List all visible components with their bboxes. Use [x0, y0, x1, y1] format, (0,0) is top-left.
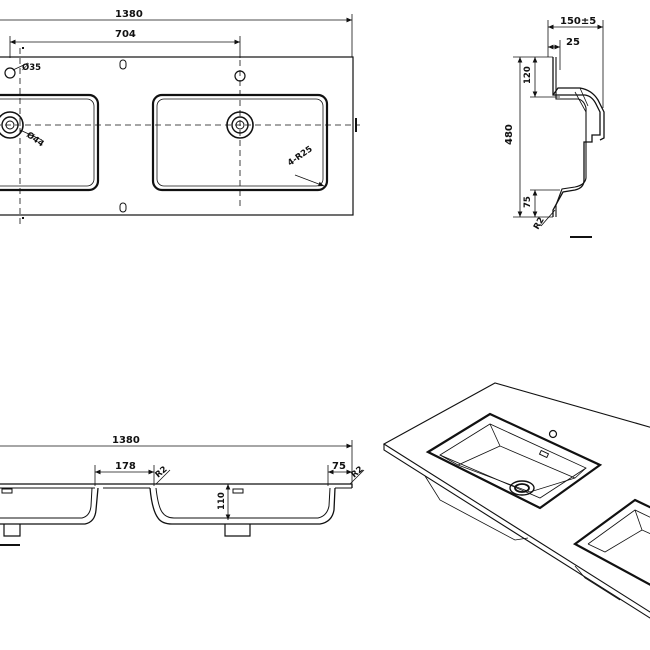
iso-basin-left-inner — [439, 423, 587, 499]
side-section-tag — [570, 236, 592, 238]
isometric-view — [382, 382, 650, 619]
left-basin-outer — [0, 93, 100, 192]
tap-hole-leader — [12, 62, 29, 71]
front-width-label: 1380 — [112, 435, 140, 446]
side-length-label: 480 — [504, 124, 515, 145]
drain-label: Ø44 — [24, 129, 46, 149]
left-drain-inner — [1, 116, 19, 134]
front-right-overflow — [232, 488, 244, 494]
front-section-tag — [0, 544, 20, 546]
front-right-drain — [224, 524, 251, 537]
iso-slab-top — [382, 382, 650, 613]
iso-basin-right-rim — [572, 498, 650, 586]
right-basin-inner — [156, 98, 324, 187]
front-gap-label: 178 — [115, 461, 136, 472]
drain-leader — [19, 129, 43, 141]
front-height-label: 110 — [217, 492, 227, 510]
side-radius-label: R2 — [532, 216, 547, 232]
side-profile-flange — [552, 87, 605, 141]
side-profile-outer — [552, 57, 601, 217]
front-left-basin-outer — [0, 487, 99, 525]
front-section: 1380 178 R2 75 R2 110 — [0, 435, 366, 546]
top-width-label: 1380 — [115, 9, 143, 20]
side-section: 150±5 25 480 120 75 R2 — [504, 16, 605, 238]
side-profile-rim2 — [574, 91, 587, 113]
left-drain-outer — [0, 111, 24, 139]
iso-tap-hole-left — [548, 429, 558, 439]
iso-basin-left-wall1 — [489, 423, 587, 479]
right-drain-inner — [231, 116, 249, 134]
iso-slab-front-edge — [383, 444, 650, 619]
front-right-basin-outer — [149, 487, 336, 525]
front-right-basin-inner — [155, 487, 331, 519]
side-top-offset-label: 120 — [523, 66, 533, 84]
iso-basin-left-wall3 — [457, 464, 576, 493]
iso-drain-left-outer — [509, 480, 535, 496]
tap-hole-right — [234, 70, 246, 82]
right-drain-outer — [226, 111, 254, 139]
top-view-outline — [0, 56, 354, 216]
top-view: 1380 704 Ø35 Ø44 — [0, 9, 360, 225]
side-profile-rim — [579, 87, 589, 107]
iso-drain-left-inner — [514, 483, 530, 493]
front-end-radius-leader — [349, 469, 365, 485]
right-drain-core — [235, 120, 245, 130]
iso-basin-right-wall2 — [587, 529, 643, 553]
iso-basin-left-rim — [425, 412, 603, 510]
left-basin-inner — [0, 98, 95, 187]
corner-radius-label: 4-R25 — [286, 144, 315, 168]
iso-overflow-left — [538, 449, 550, 459]
left-drain-core — [5, 120, 15, 130]
front-end-label: 75 — [332, 461, 346, 472]
iso-skirt-left — [424, 475, 529, 541]
side-thickness-label: 25 — [566, 37, 580, 48]
front-gap-radius-leader — [155, 469, 171, 485]
overflow-slot-top — [119, 59, 127, 70]
side-profile-inner — [555, 57, 587, 217]
iso-basin-right-wall — [634, 509, 650, 534]
front-left-drain — [3, 524, 21, 537]
overflow-slot-bottom — [119, 202, 127, 213]
corner-radius-leader — [294, 174, 325, 187]
front-left-basin-inner — [0, 487, 93, 519]
side-depth-label: 150±5 — [560, 16, 596, 27]
hole-spacing-label: 704 — [115, 29, 136, 40]
right-basin-outer — [151, 93, 329, 192]
iso-skirt-right — [574, 565, 621, 601]
tap-hole-left — [4, 67, 16, 79]
front-left-overflow — [1, 488, 13, 494]
side-bottom-offset-label: 75 — [523, 196, 533, 208]
tap-hole-label: Ø35 — [22, 62, 41, 73]
